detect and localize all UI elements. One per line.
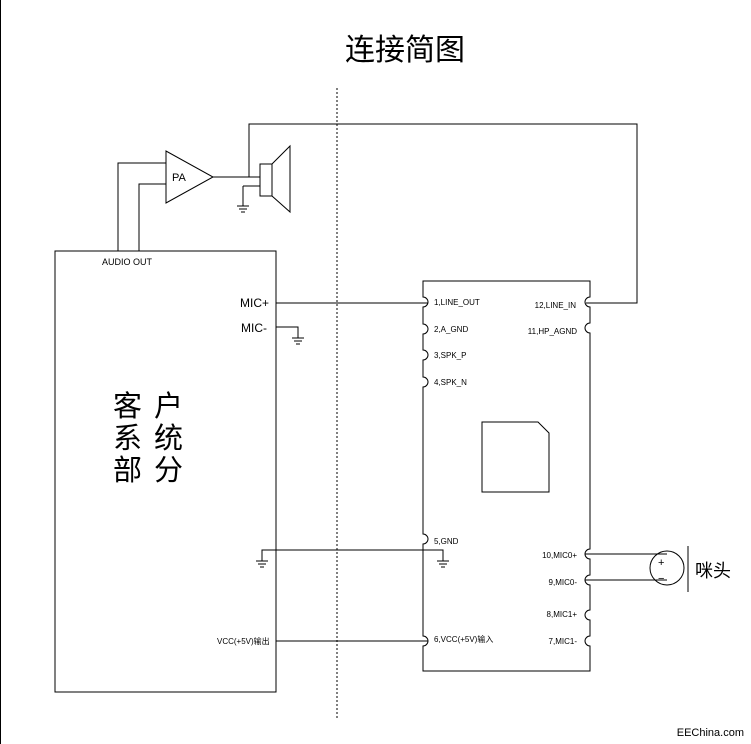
customer-system-char: 部 bbox=[113, 453, 142, 487]
customer-system-char: 分 bbox=[154, 453, 183, 487]
customer-system-char: 统 bbox=[154, 421, 183, 455]
pin-label-line-in: 12,LINE_IN bbox=[535, 301, 577, 310]
pin-label-a-gnd: 2,A_GND bbox=[434, 325, 468, 334]
audio-out-wire-1 bbox=[117, 162, 168, 251]
pa-label: PA bbox=[172, 172, 187, 184]
line-in-feedback-wire bbox=[248, 123, 638, 304]
microphone-plus-sign: + bbox=[658, 557, 664, 569]
pin-label-hp-agnd: 11,HP_AGND bbox=[528, 327, 577, 336]
watermark-text: EEChina.com bbox=[677, 727, 744, 739]
mic-minus-wire bbox=[276, 326, 299, 338]
audio-out-label: AUDIO OUT bbox=[102, 257, 153, 267]
ground-icon bbox=[237, 205, 249, 213]
mic-minus-label: MIC- bbox=[241, 321, 267, 335]
microphone-icon bbox=[649, 550, 685, 586]
mic-plus-label: MIC+ bbox=[240, 296, 269, 310]
ground-icon bbox=[437, 560, 449, 568]
pin-label-spk-p: 3,SPK_P bbox=[434, 351, 466, 360]
pin-label-spk-n: 4,SPK_N bbox=[434, 378, 467, 387]
pin-label-vcc-in: 6,VCC(+5V)输入 bbox=[434, 634, 493, 644]
gnd-wire bbox=[261, 549, 444, 561]
pin-label-mic1-plus: 8,MIC1+ bbox=[547, 610, 578, 619]
microphone-label: 咪头 bbox=[695, 561, 731, 582]
ground-icon bbox=[292, 337, 304, 345]
customer-system-char: 客 bbox=[113, 389, 142, 423]
pin-label-line-out: 1,LINE_OUT bbox=[434, 298, 480, 307]
audio-out-wire-2 bbox=[138, 183, 168, 251]
pin-label-gnd: 5,GND bbox=[434, 537, 459, 546]
vcc-out-label: VCC(+5V)输出 bbox=[217, 636, 270, 646]
ground-icon bbox=[256, 560, 268, 568]
customer-system-char: 户 bbox=[154, 389, 183, 423]
microphone-minus-sign: − bbox=[658, 573, 664, 585]
customer-system-label: 客 户 系 统 部 分 bbox=[113, 389, 183, 487]
speaker-icon bbox=[259, 144, 291, 214]
pin-label-mic1-minus: 7,MIC1- bbox=[549, 637, 578, 646]
diagram-title: 连接简图 bbox=[345, 33, 465, 68]
customer-system-box bbox=[54, 250, 277, 693]
pa-amplifier-triangle bbox=[165, 150, 215, 204]
pin-label-mic0-plus: 10,MIC0+ bbox=[542, 551, 577, 560]
pin-label-mic0-minus: 9,MIC0- bbox=[549, 578, 578, 587]
customer-system-char: 系 bbox=[113, 421, 142, 455]
module-chip bbox=[481, 421, 550, 493]
